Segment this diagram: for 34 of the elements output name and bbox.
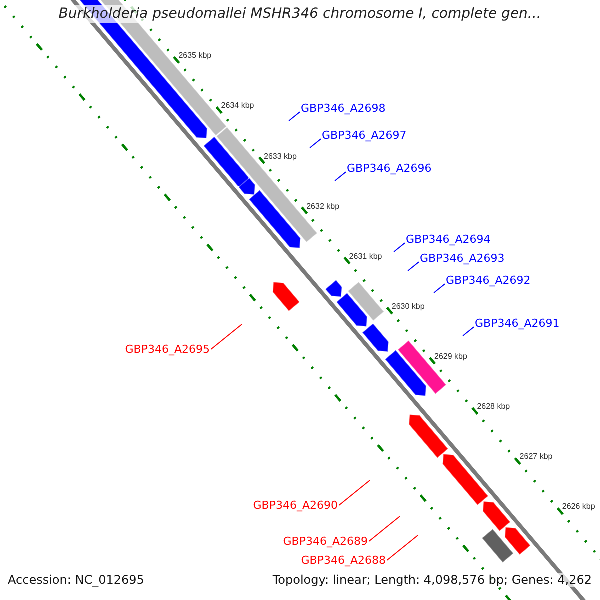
leader-line bbox=[210, 324, 243, 350]
leader-line bbox=[338, 480, 371, 506]
leader-line bbox=[462, 326, 474, 336]
gene-label: GBP346_A2693 bbox=[420, 252, 505, 266]
leader-line bbox=[334, 172, 346, 182]
scale-label: 2630 kbp bbox=[392, 302, 425, 312]
leader-line bbox=[394, 242, 406, 252]
scale-label: 2633 kbp bbox=[264, 152, 297, 162]
gene-label: GBP346_A2692 bbox=[446, 274, 531, 288]
scale-label: 2626 kbp bbox=[562, 502, 596, 512]
leader-line bbox=[408, 262, 420, 272]
scale-label: 2627 kbp bbox=[520, 452, 553, 462]
leader-line bbox=[434, 284, 446, 294]
genome-summary-text: Topology: linear; Length: 4,098,576 bp; Genes: 4,262 bbox=[272, 573, 592, 588]
gene-label: GBP346_A2688 bbox=[301, 554, 386, 568]
gene-label: GBP346_A2690 bbox=[253, 499, 338, 512]
gene-label: GBP346_A2691 bbox=[475, 317, 560, 330]
gene-label: GBP346_A2697 bbox=[322, 129, 407, 142]
gene-label: GBP346_A2695 bbox=[125, 343, 210, 356]
gene-label: GBP346_A2696 bbox=[347, 162, 432, 176]
leader-line bbox=[368, 516, 401, 542]
gene-label: GBP346_A2689 bbox=[283, 535, 368, 548]
leader-line bbox=[310, 138, 322, 148]
scale-label: 2631 kbp bbox=[349, 252, 382, 262]
scale-label: 2635 kbp bbox=[178, 51, 212, 61]
leader-line bbox=[386, 534, 419, 562]
scale-label: 2634 kbp bbox=[221, 101, 254, 111]
leader-line bbox=[288, 112, 300, 122]
gene-label: GBP346_A2694 bbox=[406, 233, 491, 246]
gene-label: GBP346_A2698 bbox=[301, 102, 386, 116]
scale-label: 2628 kbp bbox=[477, 402, 510, 412]
scale-label: 2632 kbp bbox=[306, 202, 340, 212]
scale-label: 2629 kbp bbox=[434, 352, 468, 362]
accession-text: Accession: NC_012695 bbox=[8, 573, 144, 588]
